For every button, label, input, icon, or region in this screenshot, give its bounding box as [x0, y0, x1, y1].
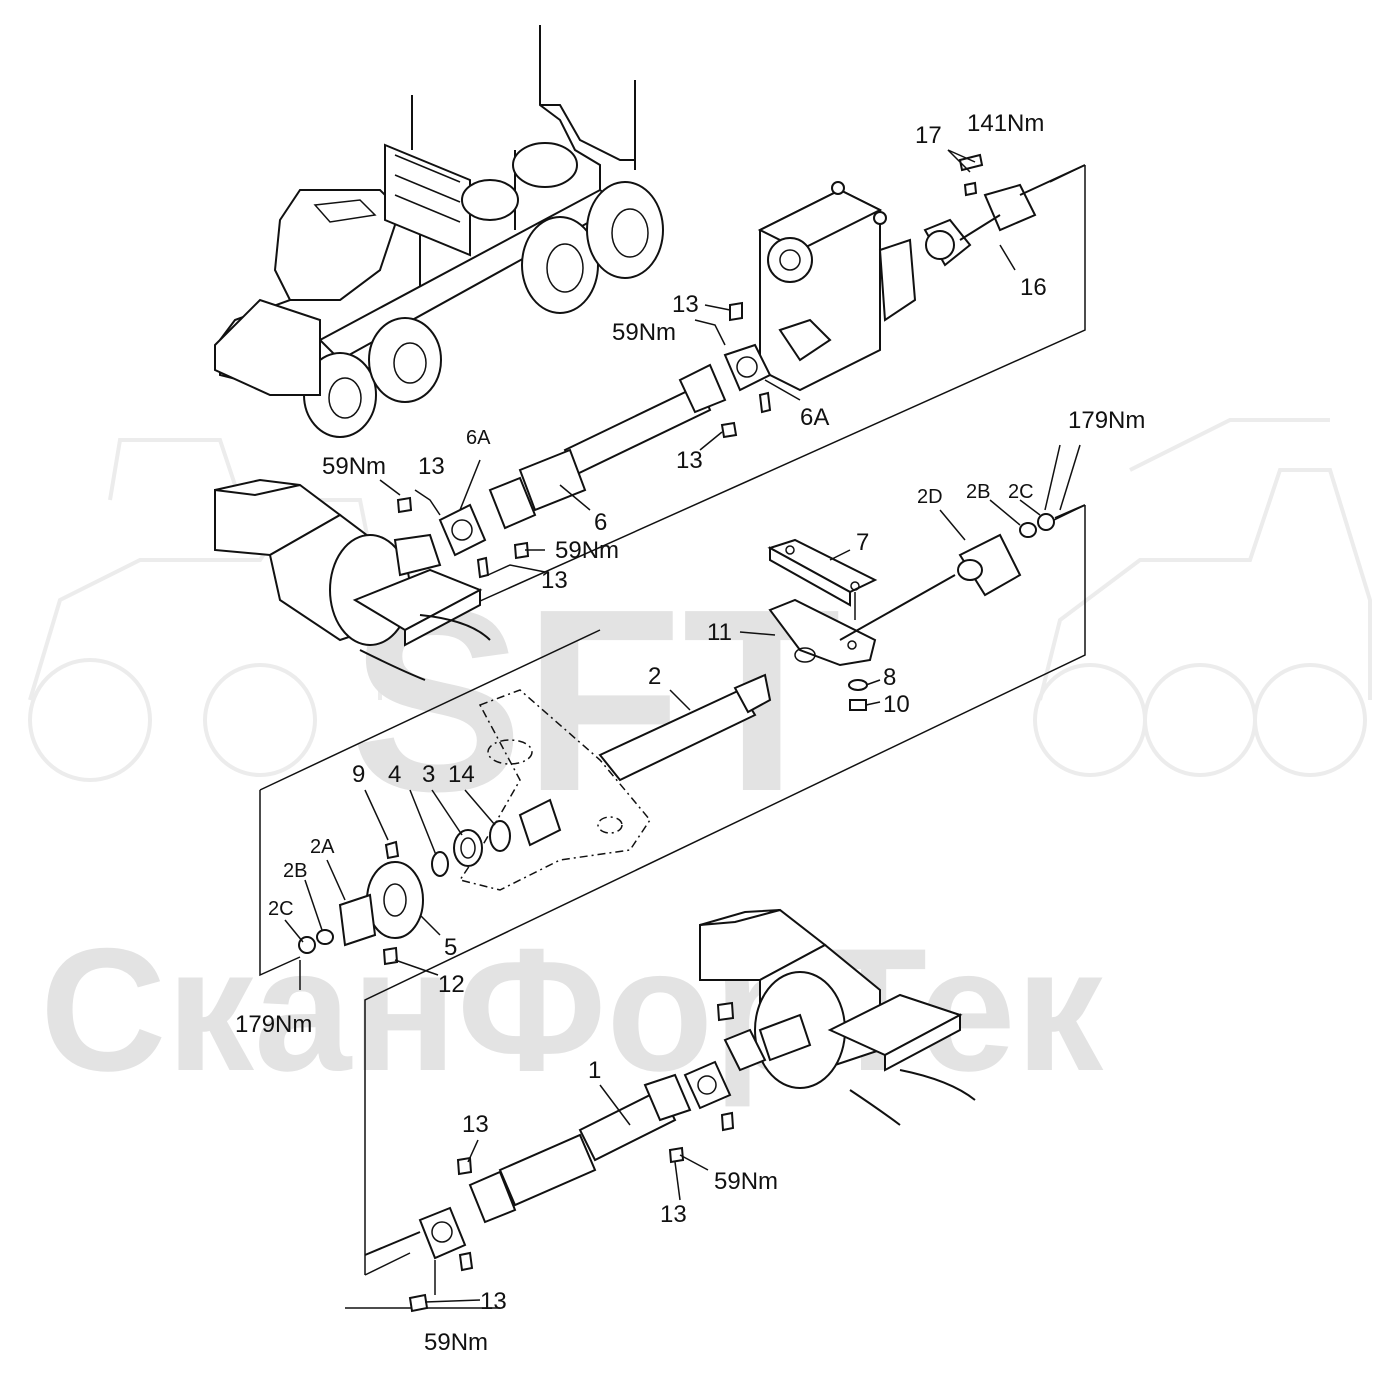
- leader-lines: [284, 149, 1081, 1303]
- label-part-11: 11: [707, 619, 732, 646]
- label-torque-59nm-d: 59Nm: [714, 1168, 778, 1195]
- label-part-17: 17: [915, 122, 942, 149]
- label-part-6: 6: [594, 509, 607, 536]
- shaft-2: [598, 673, 772, 782]
- gearbox-assembly: [757, 181, 917, 392]
- label-part-12: 12: [438, 971, 465, 998]
- label-torque-141nm: 141Nm: [967, 110, 1044, 137]
- label-torque-59nm-a: 59Nm: [612, 319, 676, 346]
- label-part-13-d: 13: [541, 567, 568, 594]
- flange-5: [366, 861, 424, 939]
- bracket-7: [767, 538, 878, 620]
- watermark-tractor-right: [1033, 418, 1372, 777]
- bolts-13-top: [720, 301, 772, 439]
- label-part-6A-b: 6A: [466, 427, 491, 449]
- label-part-13-b: 13: [676, 447, 703, 474]
- label-part-9: 9: [352, 761, 365, 788]
- shaft-6: [488, 363, 727, 530]
- label-part-13-e: 13: [462, 1111, 489, 1138]
- callout-labels: 141Nm 17 16 13 59Nm 6A 13 179Nm 59Nm 13 …: [235, 110, 1145, 1356]
- label-part-13-a: 13: [672, 291, 699, 318]
- label-torque-59nm-e: 59Nm: [424, 1329, 488, 1356]
- bracket-11: [768, 598, 877, 667]
- label-part-13-c: 13: [418, 453, 445, 480]
- label-part-2C-b: 2C: [268, 898, 294, 920]
- seal-rings-3-4-14: [384, 798, 562, 877]
- label-part-6A-a: 6A: [800, 404, 829, 431]
- shaft-1: [468, 1073, 692, 1224]
- label-part-2B-b: 2B: [283, 860, 307, 882]
- label-part-10: 10: [883, 691, 910, 718]
- label-part-5: 5: [444, 934, 457, 961]
- label-part-2A: 2A: [310, 836, 335, 858]
- bogie-axle-lower: [699, 908, 976, 1126]
- label-part-13-f: 13: [660, 1201, 687, 1228]
- label-torque-59nm-c: 59Nm: [555, 537, 619, 564]
- label-part-16: 16: [1020, 274, 1047, 301]
- label-torque-179nm-a: 179Nm: [1068, 407, 1145, 434]
- yoke-2D: [839, 504, 1086, 641]
- label-part-2D: 2D: [917, 486, 943, 508]
- bogie-axle-upper: [214, 478, 491, 681]
- forwarder-illustration: [214, 25, 664, 438]
- label-part-2: 2: [648, 663, 661, 690]
- label-part-8: 8: [883, 664, 896, 691]
- label-torque-59nm-b: 59Nm: [322, 453, 386, 480]
- output-yoke-16: [923, 153, 1086, 267]
- label-part-14: 14: [448, 761, 475, 788]
- label-part-7: 7: [856, 529, 869, 556]
- label-part-1: 1: [588, 1057, 601, 1084]
- yoke-2A: [298, 893, 399, 966]
- label-part-2B-a: 2B: [966, 481, 990, 503]
- label-part-2C-a: 2C: [1008, 481, 1034, 503]
- section-frames: [259, 164, 1086, 1309]
- label-torque-179nm-b: 179Nm: [235, 1011, 312, 1038]
- spider-6A-upper: [723, 343, 772, 392]
- label-part-3: 3: [422, 761, 435, 788]
- spider-upper-shaft-1: [668, 1001, 767, 1164]
- label-part-13-g: 13: [480, 1288, 507, 1315]
- label-part-4: 4: [388, 761, 401, 788]
- nut-washer-8-10: [848, 679, 868, 711]
- spider-lower-shaft-1: [364, 1156, 474, 1313]
